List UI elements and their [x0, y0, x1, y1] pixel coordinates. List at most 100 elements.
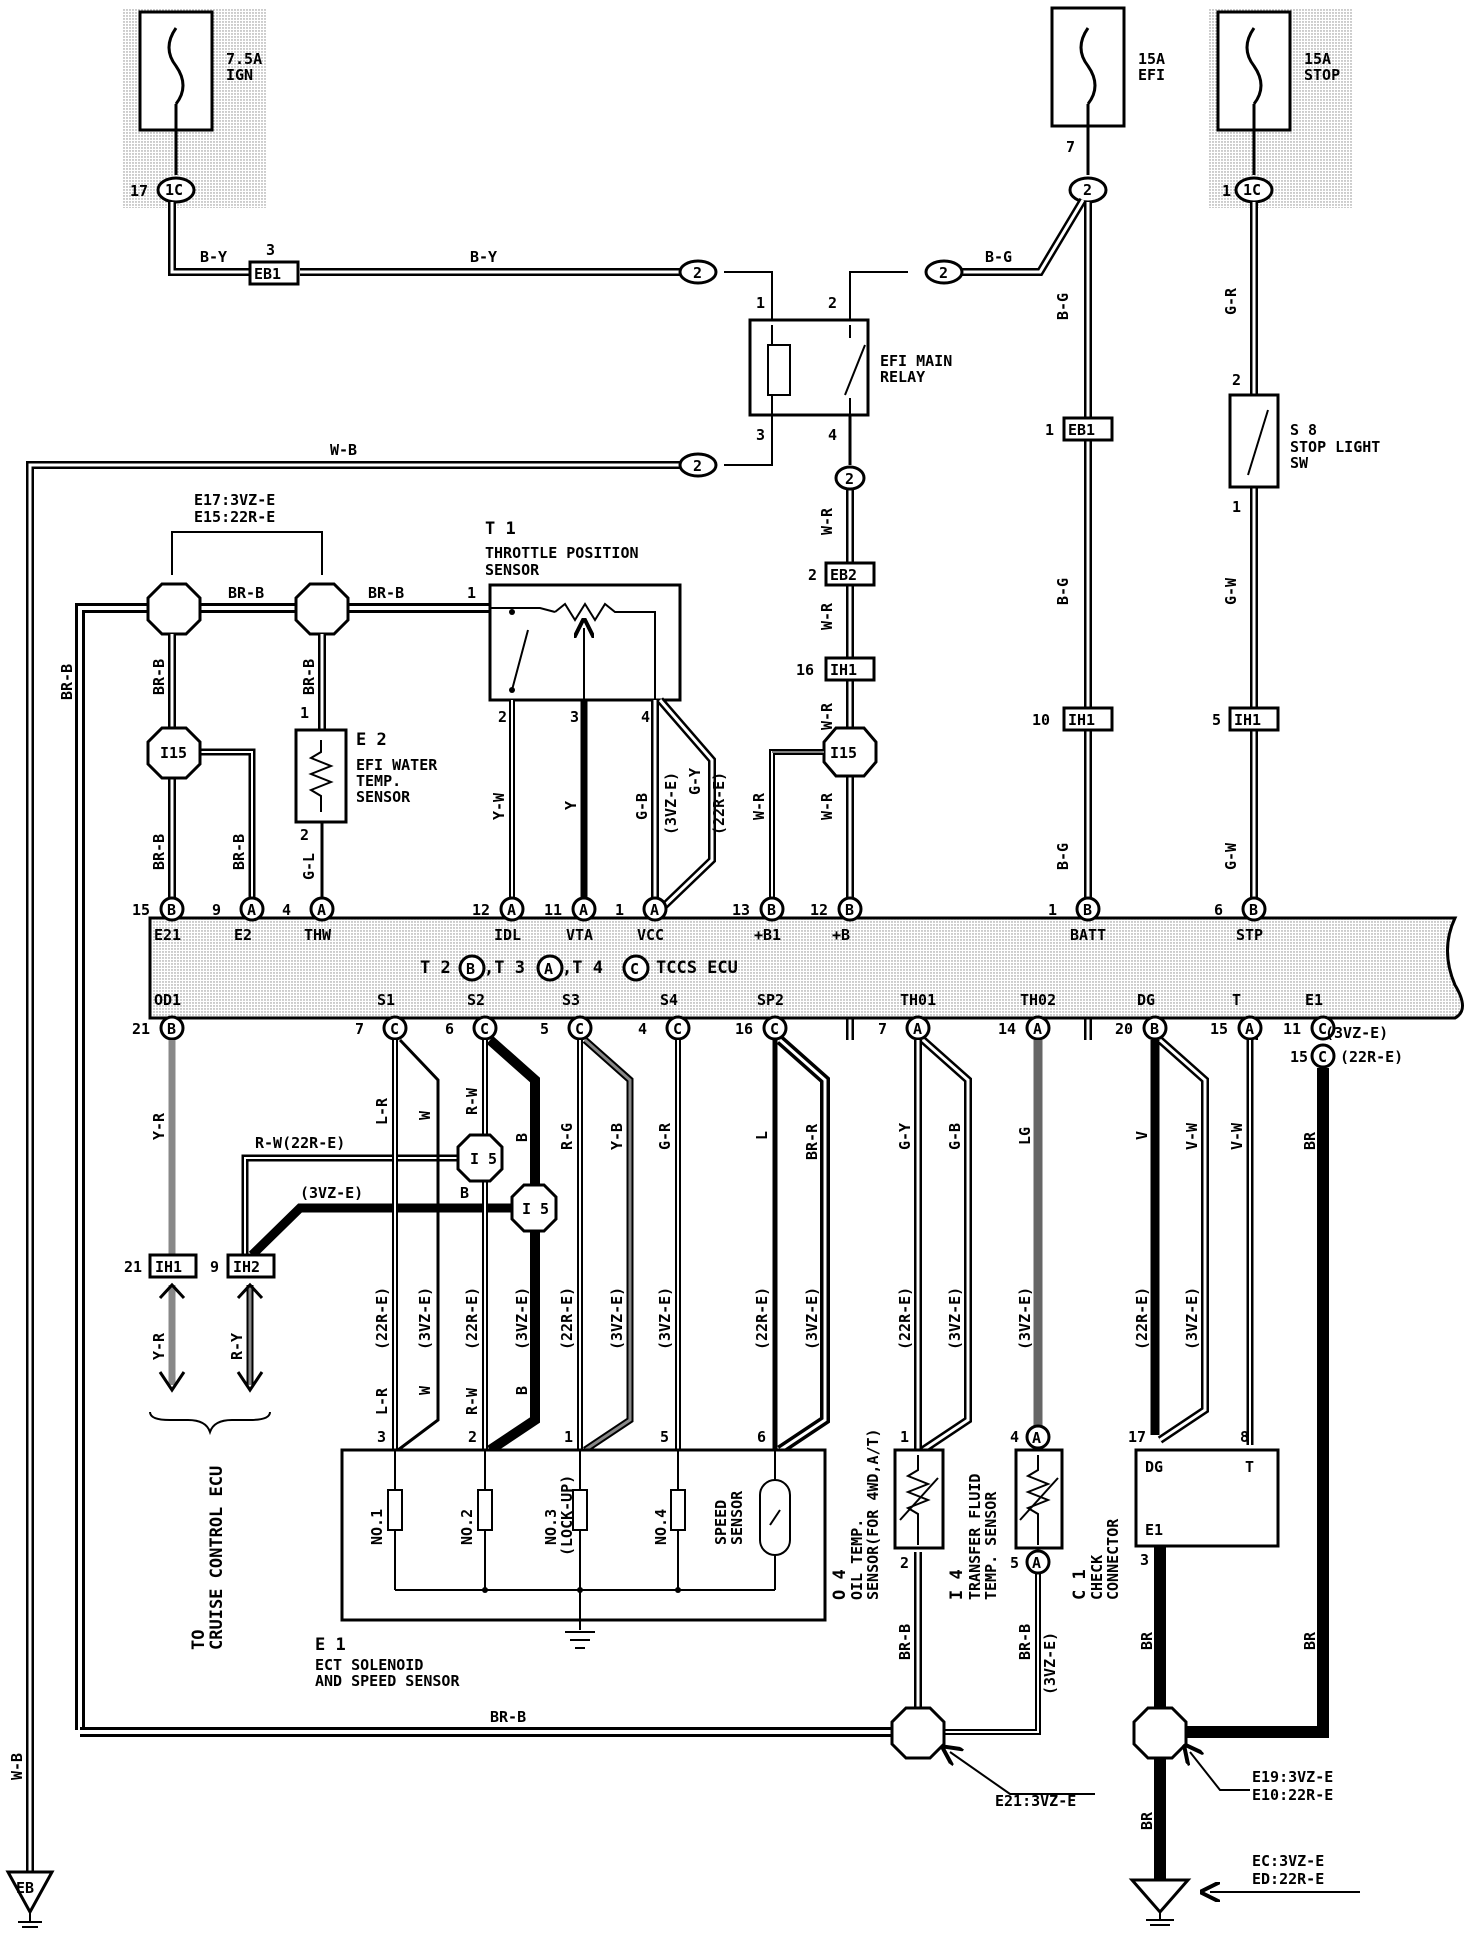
speed-sensor-1: SPEED [712, 1500, 730, 1545]
lbl-dg-22r: (22R-E) [1133, 1287, 1151, 1350]
conn-2-a: 2 [693, 264, 702, 282]
ecu-bot-term-label: T [1232, 991, 1241, 1009]
fuse-stop-pin: 1 [1222, 182, 1231, 200]
fuse-efi-name: EFI [1138, 66, 1165, 84]
left-top-junctions: E17:3VZ-E E15:22R-E BR-B BR-B BR-B BR-B … [58, 491, 490, 1730]
fuse-efi: 15A EFI 7 2 [1050, 6, 1165, 204]
wire-brb-o4: BR-B [896, 1624, 914, 1660]
ground-ec-1: EC:3VZ-E [1252, 1852, 1324, 1870]
e1-name-2: AND SPEED SENSOR [315, 1672, 460, 1690]
relay-pin1: 1 [756, 294, 765, 312]
t1-name-2: SENSOR [485, 561, 540, 579]
wire-wr-2: W-R [818, 602, 836, 630]
fuse-ign: 7.5A IGN 17 1C [122, 8, 267, 208]
c1-dg: DG [1145, 1458, 1163, 1476]
svg-text:2: 2 [300, 826, 309, 844]
ecu-top-pin: 15 [132, 901, 150, 919]
ecu-bot-term-label: TH02 [1020, 991, 1056, 1009]
ecu-top-term-label: E2 [234, 926, 252, 944]
wire-by-mid: B-Y [470, 248, 497, 266]
fuse-stop: 15A STOP 1 1C [1208, 8, 1353, 208]
ecu-bot-conn-circle [665, 1015, 691, 1041]
ecu-top-conn: A [507, 901, 516, 919]
ecu-bot-term-label: DG [1137, 991, 1155, 1009]
t1-name-1: THROTTLE POSITION [485, 544, 639, 562]
ecu-top-conn: A [247, 901, 256, 919]
ecu-top-conn-circle [571, 896, 597, 922]
lbl-s3-3vz: (3VZ-E) [608, 1287, 626, 1350]
wire-vcc-22r: (22R-E) [710, 772, 728, 835]
throttle-position-sensor: T 1 THROTTLE POSITION SENSOR 1 2 3 4 Y-W… [467, 519, 728, 913]
ecu-top-term-label: VCC [637, 926, 664, 944]
ecu-top-term-label: +B [832, 926, 850, 944]
cruise-connectors: IH1 21 IH2 9 Y-R R-Y TO CRUISE CONTROL E… [124, 1253, 276, 1650]
fuse-ign-name: IGN [226, 66, 253, 84]
conn-ih2: IH2 [233, 1258, 260, 1276]
ecu-bot-term-label: E1 [1305, 991, 1323, 1009]
e1-id: E 1 [315, 1635, 346, 1655]
ecu-top-term-label: BATT [1070, 926, 1106, 944]
svg-text:2: 2 [808, 566, 817, 584]
ecu-top-conn-circle [159, 896, 185, 922]
junction-e19-1: E19:3VZ-E [1252, 1768, 1333, 1786]
ecu-top-term-label: VTA [566, 926, 593, 944]
svg-text:3: 3 [570, 708, 579, 726]
ecu-top-conn: A [579, 901, 588, 919]
o4-name-1: OIL TEMP. [848, 1519, 866, 1600]
wire-gr-s4: G-R [656, 1122, 674, 1150]
ecu-top-conn: B [1249, 901, 1258, 919]
wire-y-vta: Y [562, 801, 580, 810]
svg-text:5: 5 [1212, 711, 1221, 729]
ecu-bot-conn: C [575, 1020, 584, 1038]
t1-id: T 1 [485, 519, 516, 539]
conn-i15-a: I15 [160, 744, 187, 762]
c1-id: C 1 [1070, 1569, 1090, 1600]
wire-gy-vcc: G-Y [686, 768, 704, 795]
e2-name-2: TEMP. [356, 772, 401, 790]
ecu-bot-term-label: TH01 [900, 991, 936, 1009]
ecu-bot-conn: A [1033, 1020, 1042, 1038]
stop-light-switch: G-R 2 S 8 STOP LIGHT SW 1 G-W IH1 5 G-W [1212, 287, 1380, 870]
ecu-bot-conn-circle [1142, 1015, 1168, 1041]
wire-brb-i4: BR-B [1016, 1624, 1034, 1660]
ecu-top-conn-circle [239, 896, 265, 922]
conn-eb1-left: EB1 [254, 265, 281, 283]
relay-title-1: EFI MAIN [880, 352, 952, 370]
wire-by-left: B-Y [200, 248, 227, 266]
ecu-bot-pin: 5 [540, 1020, 549, 1038]
wire-vw-t: V-W [1228, 1122, 1246, 1150]
fuse-efi-conn: 2 [1083, 181, 1092, 199]
wire-v: V [1133, 1131, 1151, 1140]
wire-brb-2: BR-B [368, 584, 404, 602]
wire-ry: R-Y [228, 1333, 246, 1360]
conn-ih1-stp: IH1 [1234, 711, 1261, 729]
e1-name-1: ECT SOLENOID [315, 1656, 423, 1674]
wire-vw-dg: V-W [1183, 1122, 1201, 1150]
wire-b-mid: B [460, 1184, 469, 1202]
conn-2-c: 2 [693, 457, 702, 475]
wire-rw-1: R-W [463, 1087, 481, 1115]
ecu-top-term-label: IDL [494, 926, 521, 944]
ecu-bot-conn: A [913, 1020, 922, 1038]
ecu-bot-conn-circle [567, 1015, 593, 1041]
sol-no3-2: (LOCK-UP) [558, 1475, 576, 1556]
efi-main-relay: EFI MAIN RELAY 1 2 3 4 [748, 294, 952, 444]
wire-w-2: W [416, 1385, 434, 1395]
relay-pin2: 2 [828, 294, 837, 312]
ground-eb: EB [16, 1879, 34, 1897]
svg-text:2: 2 [468, 1428, 477, 1446]
svg-text:6: 6 [757, 1428, 766, 1446]
wire-rw22: R-W(22R-E) [255, 1134, 345, 1152]
e2-name-3: SENSOR [356, 788, 411, 806]
ecu-top-conn: B [767, 901, 776, 919]
relay-pin3: 3 [756, 426, 765, 444]
